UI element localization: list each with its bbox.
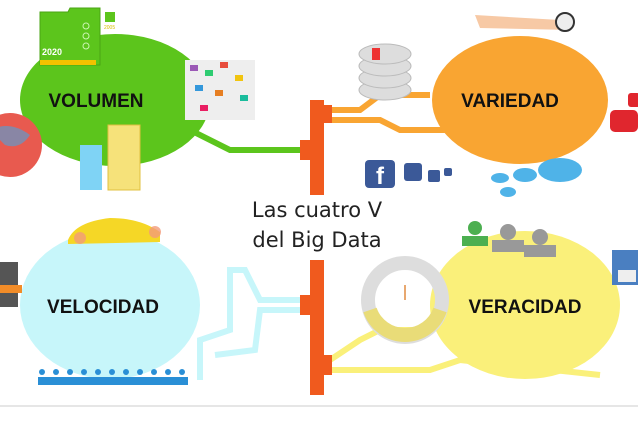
document-icon: 2020 2005 bbox=[39, 7, 115, 66]
users-icon bbox=[462, 221, 556, 257]
center-connector bbox=[300, 100, 332, 395]
buildings-icon bbox=[80, 124, 141, 191]
disks-icon bbox=[358, 43, 412, 101]
globe-icon bbox=[0, 113, 42, 177]
gauge-icon bbox=[361, 256, 449, 344]
title-line-2: del Big Data bbox=[252, 228, 381, 252]
variedad-bubble bbox=[432, 36, 608, 164]
label-volumen: VOLUMEN bbox=[49, 91, 144, 112]
svg-text:f: f bbox=[376, 163, 385, 190]
label-velocidad: VELOCIDAD bbox=[47, 297, 159, 318]
year-2020: 2020 bbox=[42, 47, 62, 57]
year-2005: 2005 bbox=[104, 25, 115, 31]
veracidad-bubble bbox=[430, 231, 620, 379]
facebook-icons: f bbox=[365, 160, 452, 190]
title-line-1: Las cuatro V bbox=[252, 198, 383, 222]
robot-icon bbox=[0, 262, 22, 307]
velocidad-bubble bbox=[20, 231, 200, 379]
data-cubes-icon bbox=[185, 60, 255, 120]
label-variedad: VARIEDAD bbox=[461, 91, 559, 112]
people-icons bbox=[38, 369, 188, 385]
label-veracidad: VERACIDAD bbox=[469, 297, 582, 318]
floppy-icon bbox=[612, 250, 638, 285]
youtube-icons bbox=[610, 93, 638, 132]
volumen-bubble bbox=[20, 34, 210, 166]
twitter-icons bbox=[491, 158, 582, 197]
car-icon bbox=[68, 218, 161, 244]
arm-watch-icon bbox=[475, 12, 575, 32]
